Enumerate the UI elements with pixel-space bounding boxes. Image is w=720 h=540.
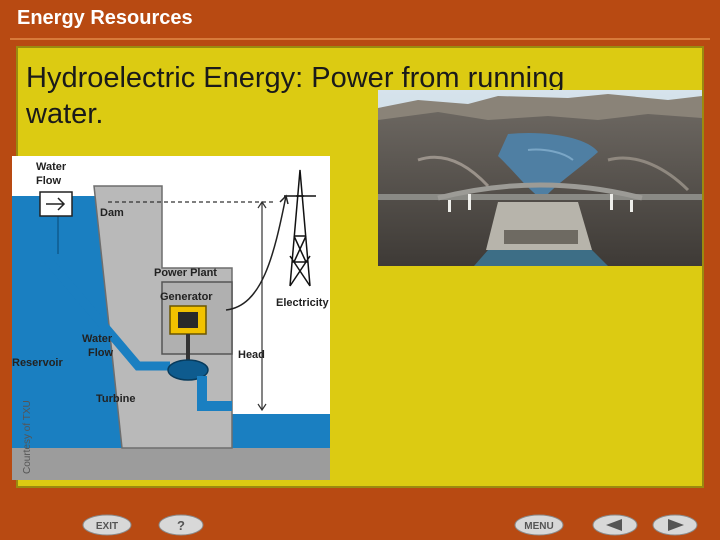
label-courtesy: Courtesy of TXU: [22, 400, 33, 474]
transmission-tower: [290, 170, 310, 286]
label-reservoir: Reservoir: [12, 357, 63, 369]
page-title: Energy Resources: [17, 7, 193, 30]
svg-text:Flow: Flow: [88, 347, 113, 359]
label-power-plant: Power Plant: [154, 267, 217, 279]
label-turbine: Turbine: [96, 393, 136, 405]
svg-text:MENU: MENU: [524, 521, 553, 532]
downstream-water: [232, 414, 330, 450]
label-electricity: Electricity: [276, 297, 329, 309]
hoover-dam-photo: [378, 90, 702, 266]
help-button[interactable]: ?: [158, 514, 204, 536]
header-divider: [10, 38, 710, 40]
svg-text:Flow: Flow: [36, 175, 61, 187]
exit-button[interactable]: EXIT: [82, 514, 132, 536]
label-dam: Dam: [100, 207, 124, 219]
menu-button[interactable]: MENU: [514, 514, 564, 536]
label-generator: Generator: [160, 291, 213, 303]
svg-text:EXIT: EXIT: [96, 521, 118, 532]
title-bar: Energy Resources: [0, 0, 720, 38]
ground: [12, 448, 330, 480]
svg-text:?: ?: [177, 518, 185, 533]
label-head: Head: [238, 349, 265, 361]
hydroelectric-diagram: Water Flow Dam Power Plant Generator Ele…: [12, 156, 330, 480]
label-water-flow-mid: Water: [82, 333, 113, 345]
next-button[interactable]: [652, 514, 698, 536]
prev-button[interactable]: [592, 514, 638, 536]
label-water-flow-top: Water: [36, 161, 67, 173]
electricity-line: [226, 196, 286, 310]
